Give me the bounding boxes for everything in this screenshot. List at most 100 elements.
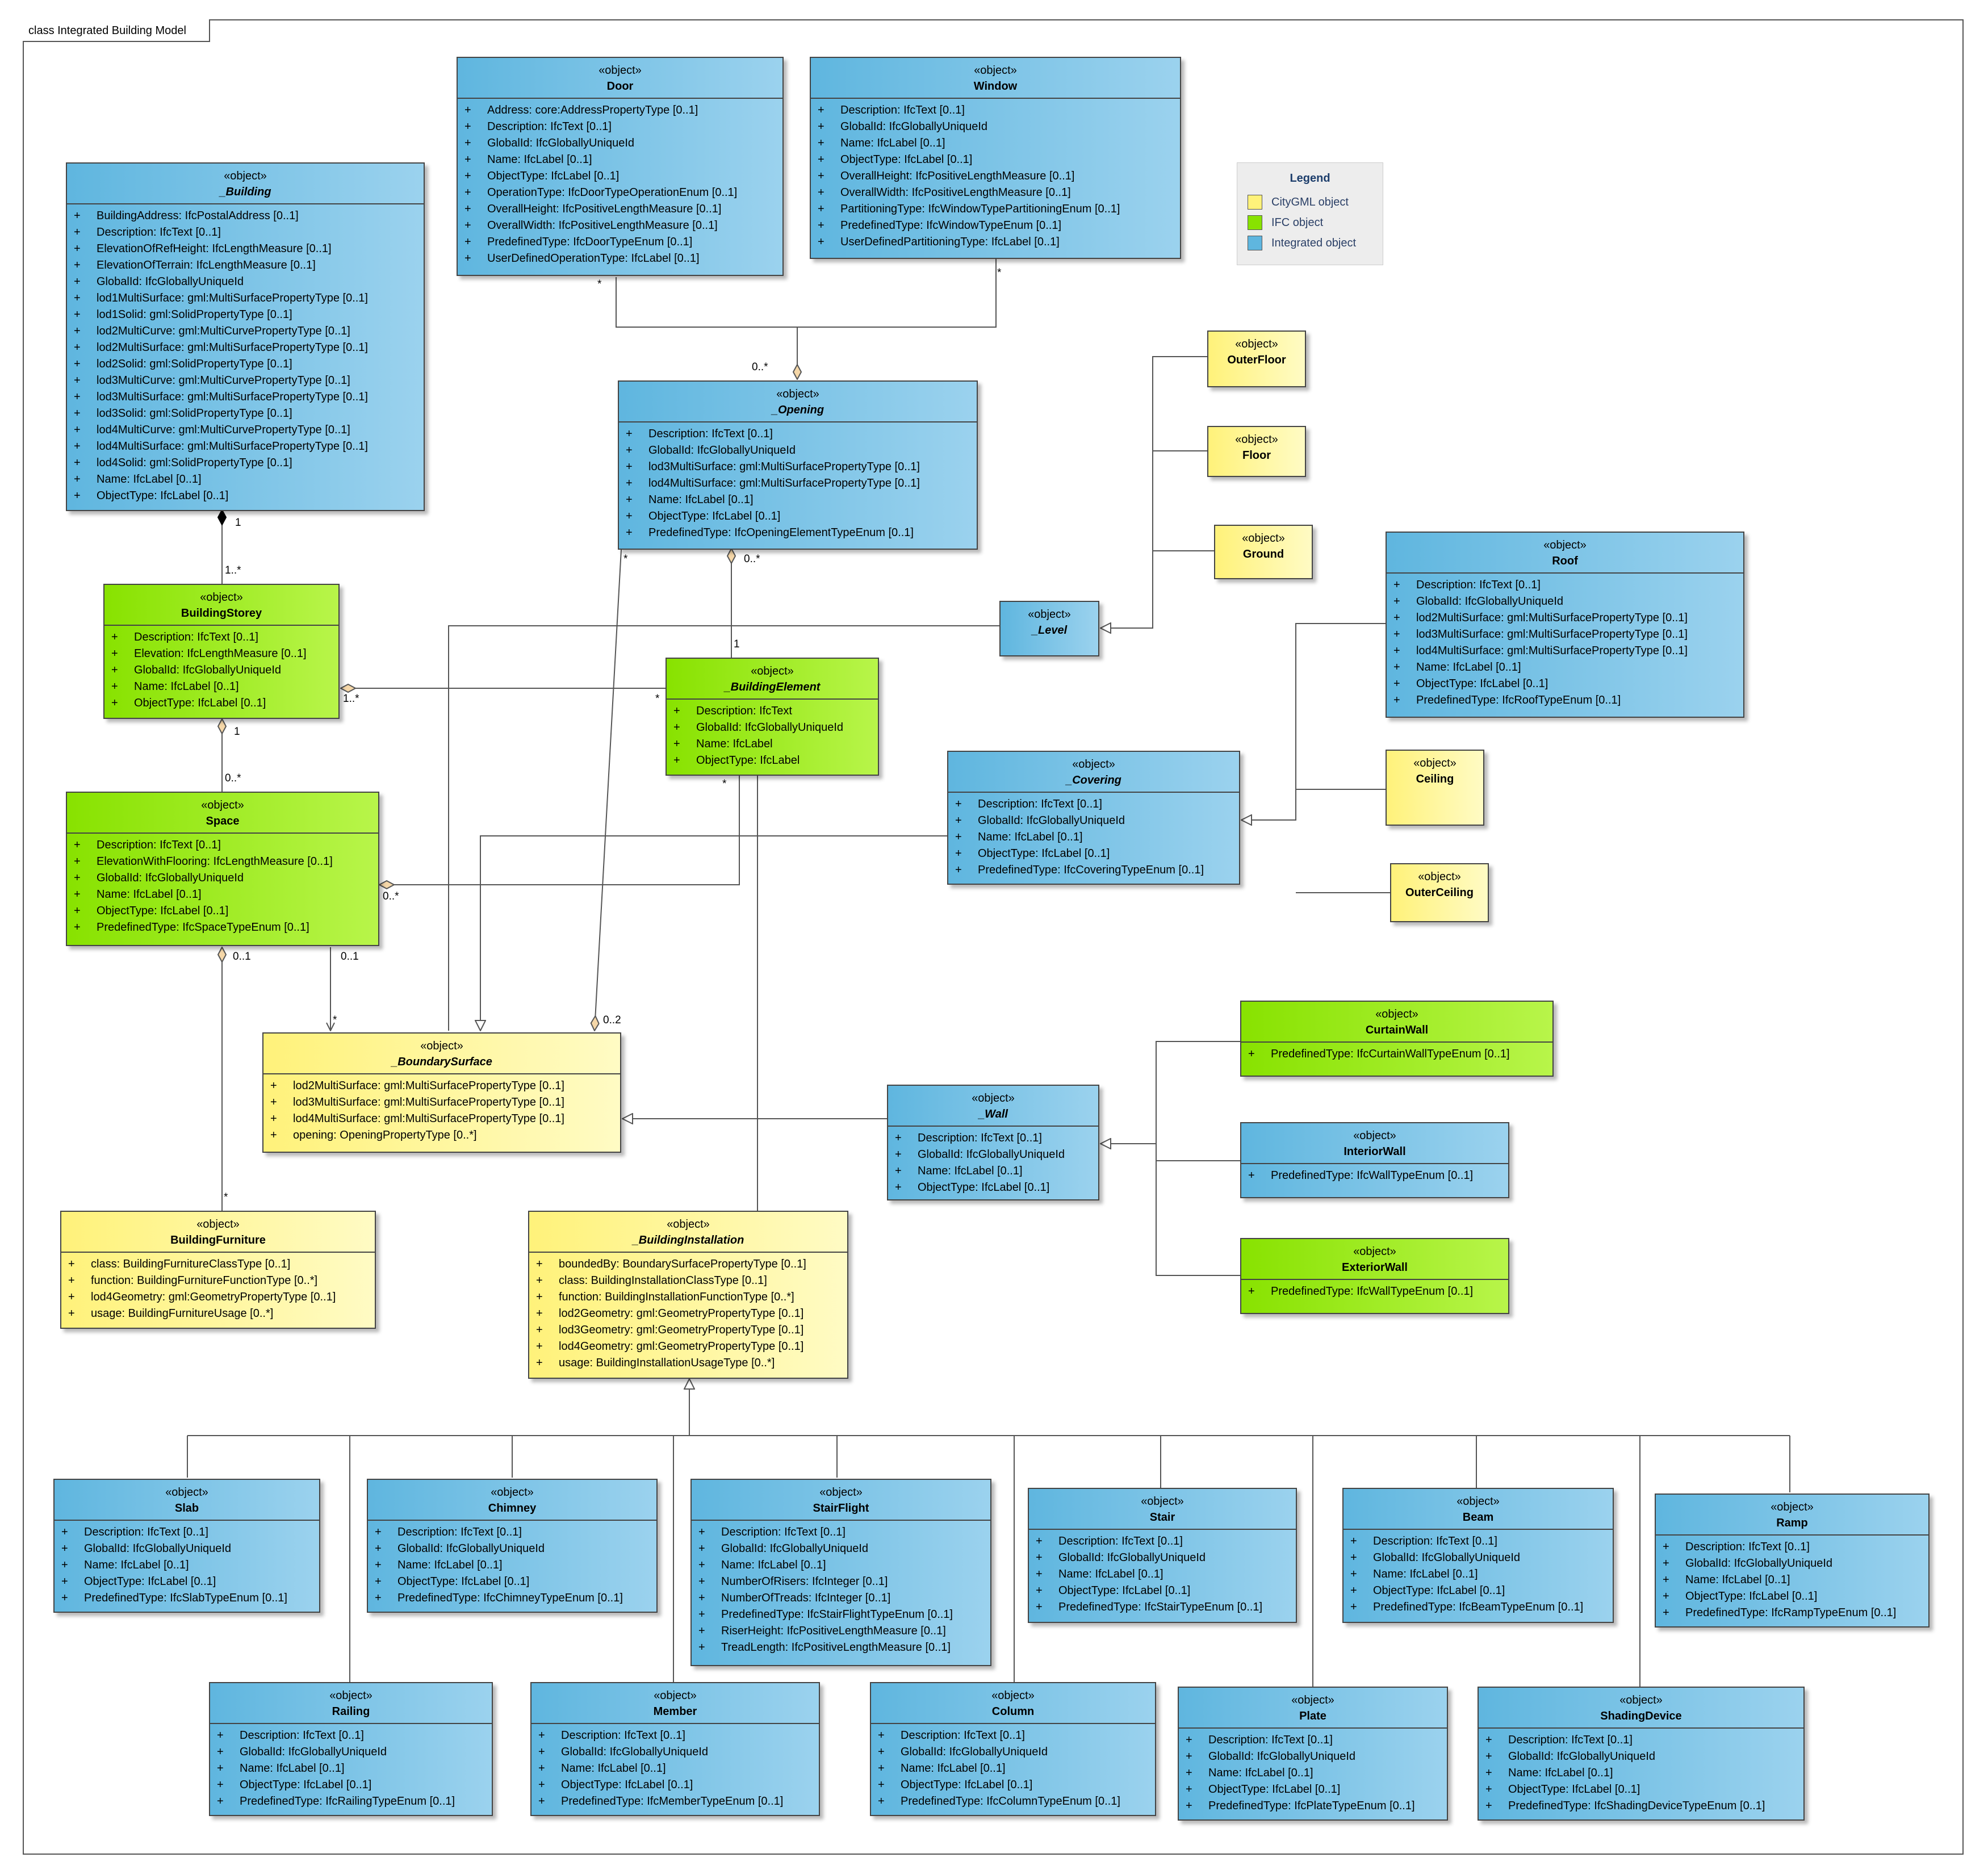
class-space[interactable]: «object»Space+Description: IfcText [0..1… bbox=[66, 792, 379, 946]
attribute-text: Name: IfcLabel [0..1] bbox=[1508, 1767, 1613, 1779]
attribute: +Description: IfcText [0..1] bbox=[955, 796, 1236, 813]
visibility-public-icon: + bbox=[217, 1762, 224, 1775]
attribute-text: ObjectType: IfcLabel [0..1] bbox=[1208, 1783, 1341, 1796]
visibility-public-icon: + bbox=[1663, 1590, 1669, 1603]
class-name: ExteriorWall bbox=[1342, 1261, 1408, 1274]
attribute: +Description: IfcText [0..1] bbox=[1186, 1732, 1443, 1748]
attribute-text: OverallHeight: IfcPositiveLengthMeasure … bbox=[487, 203, 722, 215]
class-door[interactable]: «object»Door+Address: core:AddressProper… bbox=[457, 57, 784, 276]
attribute-text: lod1MultiSurface: gml:MultiSurfaceProper… bbox=[97, 292, 368, 304]
attribute-text: Description: IfcText [0..1] bbox=[561, 1729, 685, 1742]
attribute-text: UserDefinedOperationType: IfcLabel [0..1… bbox=[487, 252, 700, 265]
visibility-public-icon: + bbox=[536, 1324, 543, 1336]
attribute-text: PredefinedType: IfcStairTypeEnum [0..1] bbox=[1058, 1601, 1263, 1613]
visibility-public-icon: + bbox=[464, 170, 471, 182]
attribute-text: Name: IfcLabel [0..1] bbox=[561, 1762, 666, 1775]
attribute-text: lod2Geometry: gml:GeometryPropertyType [… bbox=[559, 1307, 804, 1320]
class-slab[interactable]: «object»Slab+Description: IfcText [0..1]… bbox=[53, 1479, 320, 1613]
class-header: «object»Roof bbox=[1387, 533, 1743, 574]
class-header: «object»_BuildingInstallation bbox=[529, 1212, 847, 1253]
attribute: +GlobalId: IfcGloballyUniqueId bbox=[61, 1541, 316, 1557]
class-covering[interactable]: «object»_Covering+Description: IfcText [… bbox=[947, 751, 1240, 885]
visibility-public-icon: + bbox=[1393, 628, 1400, 641]
class-name: Roof bbox=[1552, 555, 1578, 567]
class-ground[interactable]: «object»Ground bbox=[1214, 525, 1313, 579]
attribute: +PredefinedType: IfcMemberTypeEnum [0..1… bbox=[538, 1793, 815, 1810]
attribute-list: +Description: IfcText [0..1]+Elevation: … bbox=[104, 626, 338, 715]
class-building[interactable]: «object»_Building+BuildingAddress: IfcPo… bbox=[66, 162, 425, 511]
attribute-text: Elevation: IfcLengthMeasure [0..1] bbox=[134, 647, 307, 660]
legend-item-citygml: CityGML object bbox=[1237, 192, 1383, 212]
visibility-public-icon: + bbox=[68, 1274, 75, 1287]
attribute: +GlobalId: IfcGloballyUniqueId bbox=[1036, 1550, 1292, 1566]
visibility-public-icon: + bbox=[818, 219, 825, 232]
visibility-public-icon: + bbox=[464, 252, 471, 265]
attribute: +lod2MultiSurface: gml:MultiSurfacePrope… bbox=[74, 340, 420, 356]
attribute: +opening: OpeningPropertyType [0..*] bbox=[270, 1127, 617, 1144]
visibility-public-icon: + bbox=[538, 1762, 545, 1775]
attribute-text: Name: IfcLabel [0..1] bbox=[487, 153, 592, 166]
attribute-text: RiserHeight: IfcPositiveLengthMeasure [0… bbox=[721, 1625, 946, 1637]
stereotype-label: «object» bbox=[420, 1040, 463, 1052]
stereotype-label: «object» bbox=[972, 1092, 1015, 1105]
visibility-public-icon: + bbox=[895, 1148, 902, 1161]
attribute-text: Name: IfcLabel [0..1] bbox=[1058, 1568, 1163, 1580]
class-name: Plate bbox=[1299, 1710, 1326, 1722]
class-opening[interactable]: «object»_Opening+Description: IfcText [0… bbox=[618, 380, 978, 550]
class-buildingfurniture[interactable]: «object»BuildingFurniture+class: Buildin… bbox=[60, 1211, 376, 1329]
visibility-public-icon: + bbox=[1485, 1800, 1492, 1812]
attribute: +Name: IfcLabel [0..1] bbox=[1036, 1566, 1292, 1583]
class-shadingdevice[interactable]: «object»ShadingDevice+Description: IfcTe… bbox=[1478, 1687, 1805, 1821]
class-railing[interactable]: «object»Railing+Description: IfcText [0.… bbox=[209, 1682, 493, 1816]
attribute-text: lod4Solid: gml:SolidPropertyType [0..1] bbox=[97, 457, 292, 469]
class-floor[interactable]: «object»Floor bbox=[1207, 426, 1306, 477]
stereotype-label: «object» bbox=[1619, 1694, 1663, 1706]
class-stairflight[interactable]: «object»StairFlight+Description: IfcText… bbox=[690, 1479, 991, 1666]
attribute: +PartitioningType: IfcWindowTypePartitio… bbox=[818, 201, 1177, 217]
attribute: +lod3Solid: gml:SolidPropertyType [0..1] bbox=[74, 405, 420, 422]
visibility-public-icon: + bbox=[955, 847, 962, 860]
class-exteriorwall[interactable]: «object»ExteriorWall+PredefinedType: Ifc… bbox=[1240, 1238, 1509, 1314]
class-ramp[interactable]: «object»Ramp+Description: IfcText [0..1]… bbox=[1655, 1494, 1930, 1628]
class-name: Ramp bbox=[1776, 1517, 1808, 1529]
class-header: «object»Plate bbox=[1179, 1688, 1447, 1729]
class-beam[interactable]: «object»Beam+Description: IfcText [0..1]… bbox=[1342, 1488, 1614, 1623]
class-member[interactable]: «object»Member+Description: IfcText [0..… bbox=[530, 1682, 820, 1816]
attribute-list: +Description: IfcText [0..1]+ElevationWi… bbox=[67, 834, 378, 939]
class-level[interactable]: «object»_Level bbox=[999, 601, 1099, 656]
attribute-text: NumberOfRisers: IfcInteger [0..1] bbox=[721, 1575, 888, 1588]
class-plate[interactable]: «object»Plate +Description: IfcText [0..1… bbox=[1178, 1687, 1448, 1821]
stereotype-label: «object» bbox=[165, 1486, 208, 1499]
class-outerfloor[interactable]: «object»OuterFloor bbox=[1207, 331, 1306, 387]
class-wall[interactable]: «object»_Wall+Description: IfcText [0..1… bbox=[887, 1085, 1099, 1200]
attribute: +Description: IfcText [0..1] bbox=[464, 119, 779, 135]
attribute-text: Description: IfcText [0..1] bbox=[978, 798, 1102, 810]
class-ceiling[interactable]: «object»Ceiling bbox=[1386, 750, 1484, 826]
visibility-public-icon: + bbox=[626, 477, 633, 490]
class-header: «object»Column bbox=[871, 1683, 1155, 1724]
class-stair[interactable]: «object»Stair+Description: IfcText [0..1… bbox=[1028, 1488, 1297, 1623]
attribute-text: ElevationOfRefHeight: IfcLengthMeasure [… bbox=[97, 242, 332, 255]
class-buildinginstallation[interactable]: «object»_BuildingInstallation+boundedBy:… bbox=[528, 1211, 848, 1379]
attribute: +Name: IfcLabel [0..1] bbox=[1393, 659, 1740, 676]
class-buildingstorey[interactable]: «object»BuildingStorey+Description: IfcT… bbox=[103, 584, 340, 719]
attribute-list: +Description: IfcText [0..1]+GlobalId: I… bbox=[888, 1127, 1098, 1199]
visibility-public-icon: + bbox=[626, 510, 633, 522]
attribute-text: Description: IfcText [0..1] bbox=[84, 1526, 208, 1538]
class-chimney[interactable]: «object»Chimney+Description: IfcText [0.… bbox=[367, 1479, 658, 1613]
class-name: Chimney bbox=[488, 1502, 537, 1515]
attribute: +PredefinedType: IfcDoorTypeEnum [0..1] bbox=[464, 234, 779, 250]
class-interiorwall[interactable]: «object»InteriorWall+PredefinedType: Ifc… bbox=[1240, 1122, 1509, 1198]
class-roof[interactable]: «object»Roof+Description: IfcText [0..1]… bbox=[1386, 532, 1744, 718]
class-window[interactable]: «object»Window+Description: IfcText [0..… bbox=[810, 57, 1181, 259]
visibility-public-icon: + bbox=[74, 473, 81, 486]
visibility-public-icon: + bbox=[375, 1526, 382, 1538]
attribute: +OverallWidth: IfcPositiveLengthMeasure … bbox=[818, 185, 1177, 201]
class-outerceiling[interactable]: «object»OuterCeiling bbox=[1390, 863, 1489, 922]
class-curtainwall[interactable]: «object»CurtainWall+PredefinedType: IfcC… bbox=[1240, 1001, 1554, 1077]
attribute-text: lod2MultiSurface: gml:MultiSurfaceProper… bbox=[97, 341, 368, 354]
class-column[interactable]: «object»Column+Description: IfcText [0..… bbox=[870, 1682, 1156, 1816]
visibility-public-icon: + bbox=[626, 526, 633, 539]
class-buildingelement[interactable]: «object»_BuildingElement+Description: If… bbox=[666, 658, 879, 776]
class-boundarysurface[interactable]: «object»_BoundarySurface+lod2MultiSurfac… bbox=[262, 1032, 621, 1153]
